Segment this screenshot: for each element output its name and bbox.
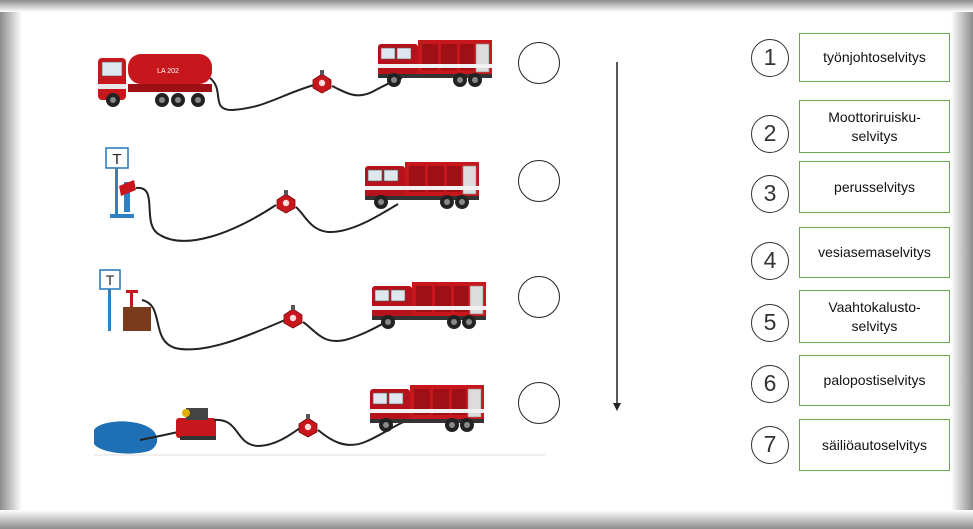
option-number-6: 6	[751, 365, 789, 403]
tanker-plate-text: LA 202	[157, 68, 179, 75]
sign-letter: T	[112, 151, 121, 168]
page-edge-right	[951, 0, 973, 529]
answer-circle-4[interactable]	[518, 382, 560, 424]
page-edge-bottom	[0, 510, 973, 529]
option-label-3: perusselvitys	[799, 161, 950, 213]
option-label-7: säiliöautoselvitys	[799, 419, 950, 471]
option-label-5: Vaahtokalusto- selvitys	[799, 290, 950, 343]
option-number-5: 5	[751, 304, 789, 342]
option-number-1: 1	[751, 39, 789, 77]
option-label-6: palopostiselvitys	[799, 355, 950, 406]
option-label-2: Moottoriruisku- selvitys	[799, 100, 950, 153]
sign-letter: T	[106, 272, 115, 288]
option-label-1: työnjohtoselvitys	[799, 33, 950, 82]
option-number-2: 2	[751, 115, 789, 153]
answer-circle-2[interactable]	[518, 160, 560, 202]
option-number-4: 4	[751, 242, 789, 280]
option-number-7: 7	[751, 426, 789, 464]
page-edge-left	[0, 0, 22, 529]
page-edge-top	[0, 0, 973, 12]
answer-circle-3[interactable]	[518, 276, 560, 318]
answer-circle-1[interactable]	[518, 42, 560, 84]
option-label-4: vesiasemaselvitys	[799, 227, 950, 278]
option-number-3: 3	[751, 175, 789, 213]
